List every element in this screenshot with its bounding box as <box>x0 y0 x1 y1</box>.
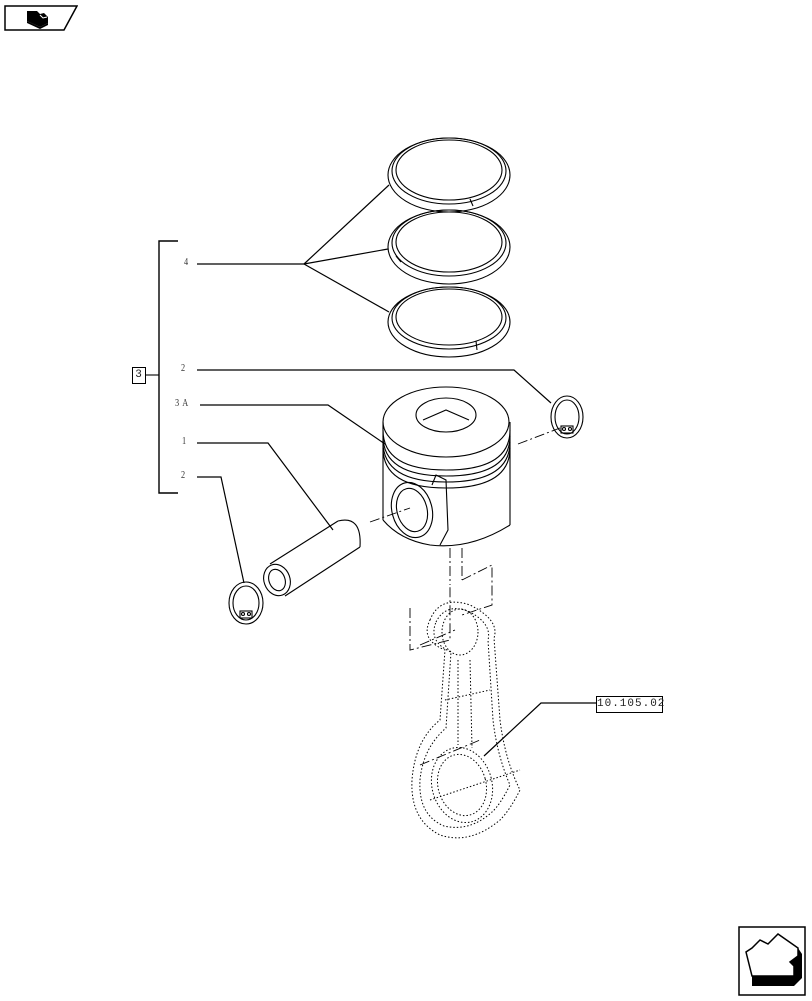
next-page-button[interactable] <box>738 926 806 996</box>
book-with-arrow-icon <box>4 5 79 31</box>
connecting-rod-drawing <box>411 601 521 839</box>
piston-drawing <box>382 386 511 547</box>
centerlines <box>369 427 561 766</box>
snap-ring-left-drawing <box>228 581 264 625</box>
group-label-box[interactable]: 3 <box>132 367 146 384</box>
reference-link-box[interactable]: 10.105.02 <box>596 696 666 713</box>
callout-label-4: 4 <box>184 256 189 268</box>
piston-rings-drawing <box>387 137 511 358</box>
callout-label-2-top: 2 <box>181 362 186 374</box>
group-label: 3 <box>135 369 143 381</box>
reference-label: 10.105.02 <box>597 698 666 710</box>
callout-label-1: 1 <box>182 435 187 447</box>
previous-page-button[interactable] <box>4 5 79 31</box>
group-bracket <box>146 240 178 494</box>
arrow-down-left-icon <box>738 926 806 996</box>
snap-ring-right-drawing <box>550 395 584 439</box>
piston-pin-drawing <box>263 519 361 597</box>
callout-label-3a: 3 A <box>175 397 189 409</box>
callout-label-2-bottom: 2 <box>181 469 186 481</box>
